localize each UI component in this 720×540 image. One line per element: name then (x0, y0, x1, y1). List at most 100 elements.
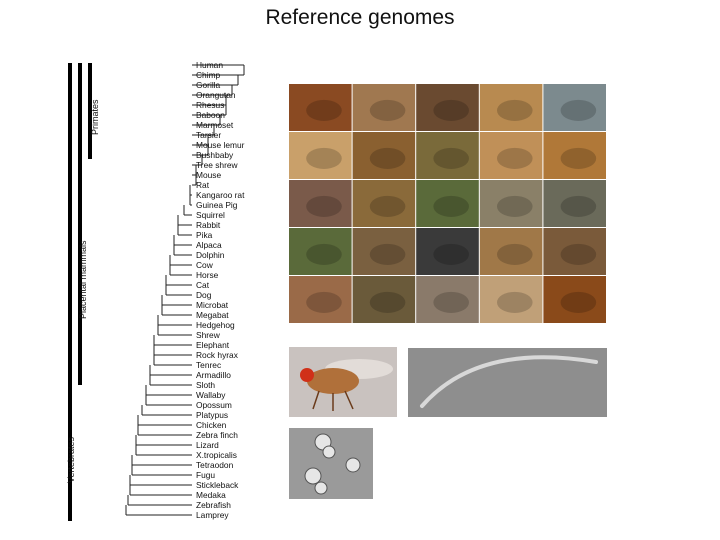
placental-mammals-label: Placental mammals (78, 240, 88, 319)
animal-silhouette (306, 147, 342, 169)
species-label: Platypus (196, 410, 228, 420)
species-label: Mouse lemur (196, 140, 245, 150)
animal-photo-tile (479, 228, 543, 275)
animal-silhouette (560, 99, 597, 121)
animal-silhouette (496, 147, 533, 169)
animal-silhouette (560, 147, 597, 169)
animal-silhouette (369, 243, 406, 265)
fly-eye (300, 368, 314, 382)
species-label: Lamprey (196, 510, 229, 520)
animal-photo-tile (289, 180, 352, 227)
yeast-photo (289, 428, 373, 499)
yeast-photo-background (289, 428, 373, 499)
animal-photo-tile (479, 132, 543, 179)
animal-silhouette (496, 243, 533, 265)
animal-photo-tile (416, 228, 479, 275)
species-label: Guinea Pig (196, 200, 238, 210)
animal-silhouette (306, 99, 342, 121)
species-label: Kangaroo rat (196, 190, 245, 200)
yeast-cell (304, 467, 322, 485)
animal-silhouette (306, 195, 342, 217)
species-label: Armadillo (196, 370, 231, 380)
animal-silhouette (306, 243, 342, 265)
animal-photo-tile (352, 276, 416, 323)
species-label: Human (196, 60, 223, 70)
animal-silhouette (433, 99, 469, 121)
animal-photo-tile (416, 132, 479, 179)
species-label: Cow (196, 260, 214, 270)
page-title: Reference genomes (265, 6, 455, 29)
species-label: Stickleback (196, 480, 239, 490)
species-label: Dolphin (196, 250, 225, 260)
animal-photo-tile (543, 276, 606, 323)
fly-leg (344, 390, 354, 410)
animal-photo-tile (479, 276, 543, 323)
species-label: Opossum (196, 400, 232, 410)
fly-body (307, 368, 359, 394)
species-label: Chicken (196, 420, 227, 430)
species-label: Orangutan (196, 90, 236, 100)
species-label: Squirrel (196, 210, 225, 220)
primates-label: Primates (90, 99, 100, 135)
species-label: Tree shrew (196, 160, 239, 170)
species-labels: HumanChimpGorillaOrangutanRhesusBaboonMa… (196, 60, 245, 520)
species-label: Bushbaby (196, 150, 234, 160)
species-label: Wallaby (196, 390, 226, 400)
species-label: Elephant (196, 340, 230, 350)
animal-silhouette (433, 147, 469, 169)
animal-silhouette (369, 291, 406, 313)
primates-bar (88, 63, 92, 159)
animal-photo-tile (543, 180, 606, 227)
animal-photo-tile (416, 180, 479, 227)
animal-photo-tile (289, 228, 352, 275)
animal-silhouette (560, 243, 597, 265)
animal-silhouette (433, 195, 469, 217)
species-label: Medaka (196, 490, 226, 500)
animal-silhouette (369, 147, 406, 169)
yeast-cell (322, 445, 336, 459)
species-label: Rabbit (196, 220, 221, 230)
animal-photo-tile (352, 84, 416, 131)
animal-silhouette (496, 195, 533, 217)
species-label: Chimp (196, 70, 221, 80)
species-label: Megabat (196, 310, 229, 320)
animal-photo-grid (289, 84, 607, 324)
animal-photo-tile (289, 132, 352, 179)
animal-silhouette (433, 243, 469, 265)
worm-body (420, 355, 598, 408)
species-label: Tenrec (196, 360, 221, 370)
animal-silhouette (496, 291, 533, 313)
species-label: Lizard (196, 440, 219, 450)
placental-mammals-bar (78, 63, 82, 385)
species-label: Rock hyrax (196, 350, 239, 360)
species-label: Sloth (196, 380, 215, 390)
animal-photo-tile (543, 228, 606, 275)
phylogenetic-tree: HumanChimpGorillaOrangutanRhesusBaboonMa… (66, 60, 245, 521)
yeast-cell (345, 457, 361, 473)
species-label: X.tropicalis (196, 450, 237, 460)
animal-photo-tile (479, 84, 543, 131)
species-label: Zebra finch (196, 430, 238, 440)
yeast-cell (314, 481, 328, 495)
fruit-fly-photo (289, 347, 397, 417)
animal-silhouette (369, 99, 406, 121)
species-label: Rhesus (196, 100, 224, 110)
vertebrates-bar (68, 63, 72, 521)
species-label: Cat (196, 280, 210, 290)
species-label: Rat (196, 180, 210, 190)
species-label: Zebrafish (196, 500, 231, 510)
animal-photo-tile (416, 84, 479, 131)
animal-photo-tile (352, 132, 416, 179)
tree-branches (125, 64, 245, 516)
animal-photo-tile (479, 180, 543, 227)
species-label: Microbat (196, 300, 229, 310)
species-label: Horse (196, 270, 219, 280)
fly-leg (312, 390, 320, 410)
nematode-worm-photo (408, 348, 607, 417)
species-label: Fugu (196, 470, 215, 480)
animal-silhouette (369, 195, 406, 217)
animal-photo-tile (543, 84, 606, 131)
species-label: Hedgehog (196, 320, 235, 330)
species-label: Tarsier (196, 130, 221, 140)
animal-silhouette (306, 291, 342, 313)
